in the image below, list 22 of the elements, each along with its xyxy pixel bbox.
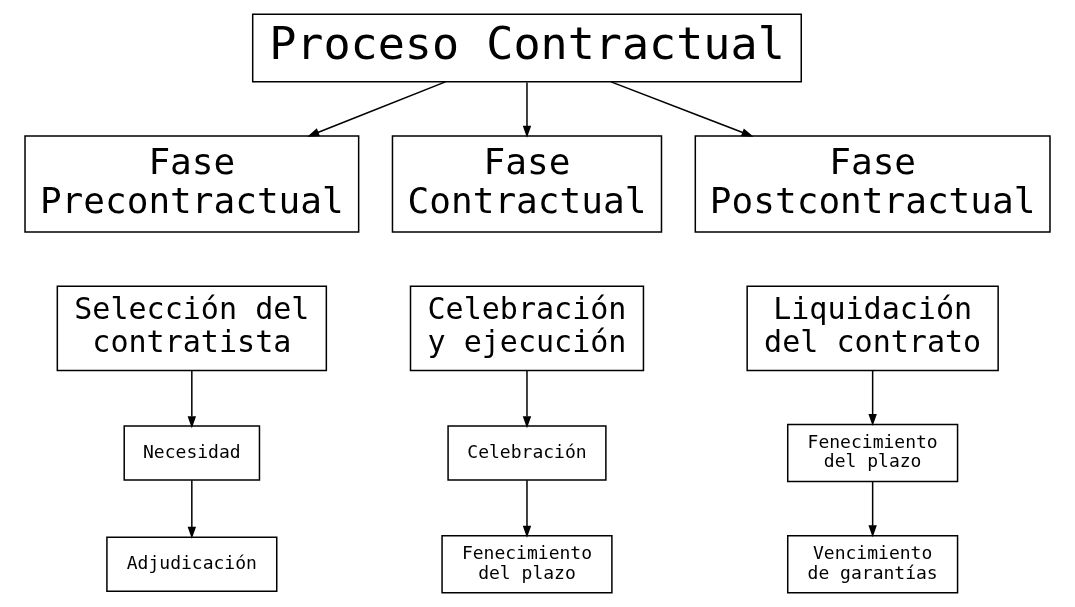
node-box: Liquidación del contrato bbox=[746, 285, 999, 372]
arrow bbox=[522, 370, 532, 429]
arrow bbox=[522, 81, 532, 138]
node-box: Fenecimiento del plazo bbox=[441, 534, 613, 594]
arrow bbox=[307, 81, 447, 137]
node-box: Celebración y ejecución bbox=[409, 285, 645, 372]
node-box: Necesidad bbox=[123, 425, 261, 481]
node-box: Proceso Contractual bbox=[251, 13, 802, 83]
node-box: Selección del contratista bbox=[56, 285, 328, 372]
arrow bbox=[187, 479, 197, 539]
arrow bbox=[868, 481, 877, 538]
node-box: Adjudicación bbox=[106, 536, 278, 593]
node-box: Vencimiento de garantías bbox=[787, 534, 959, 594]
node-box: Fenecimiento del plazo bbox=[787, 423, 959, 483]
arrow bbox=[522, 479, 532, 538]
arrow bbox=[187, 370, 197, 429]
node-box: Fase Precontractual bbox=[24, 135, 360, 233]
node-box: Celebración bbox=[447, 425, 607, 481]
arrow bbox=[610, 81, 754, 137]
arrow bbox=[868, 370, 877, 427]
node-box: Fase Contractual bbox=[391, 135, 663, 233]
node-box: Fase Postcontractual bbox=[694, 135, 1051, 233]
